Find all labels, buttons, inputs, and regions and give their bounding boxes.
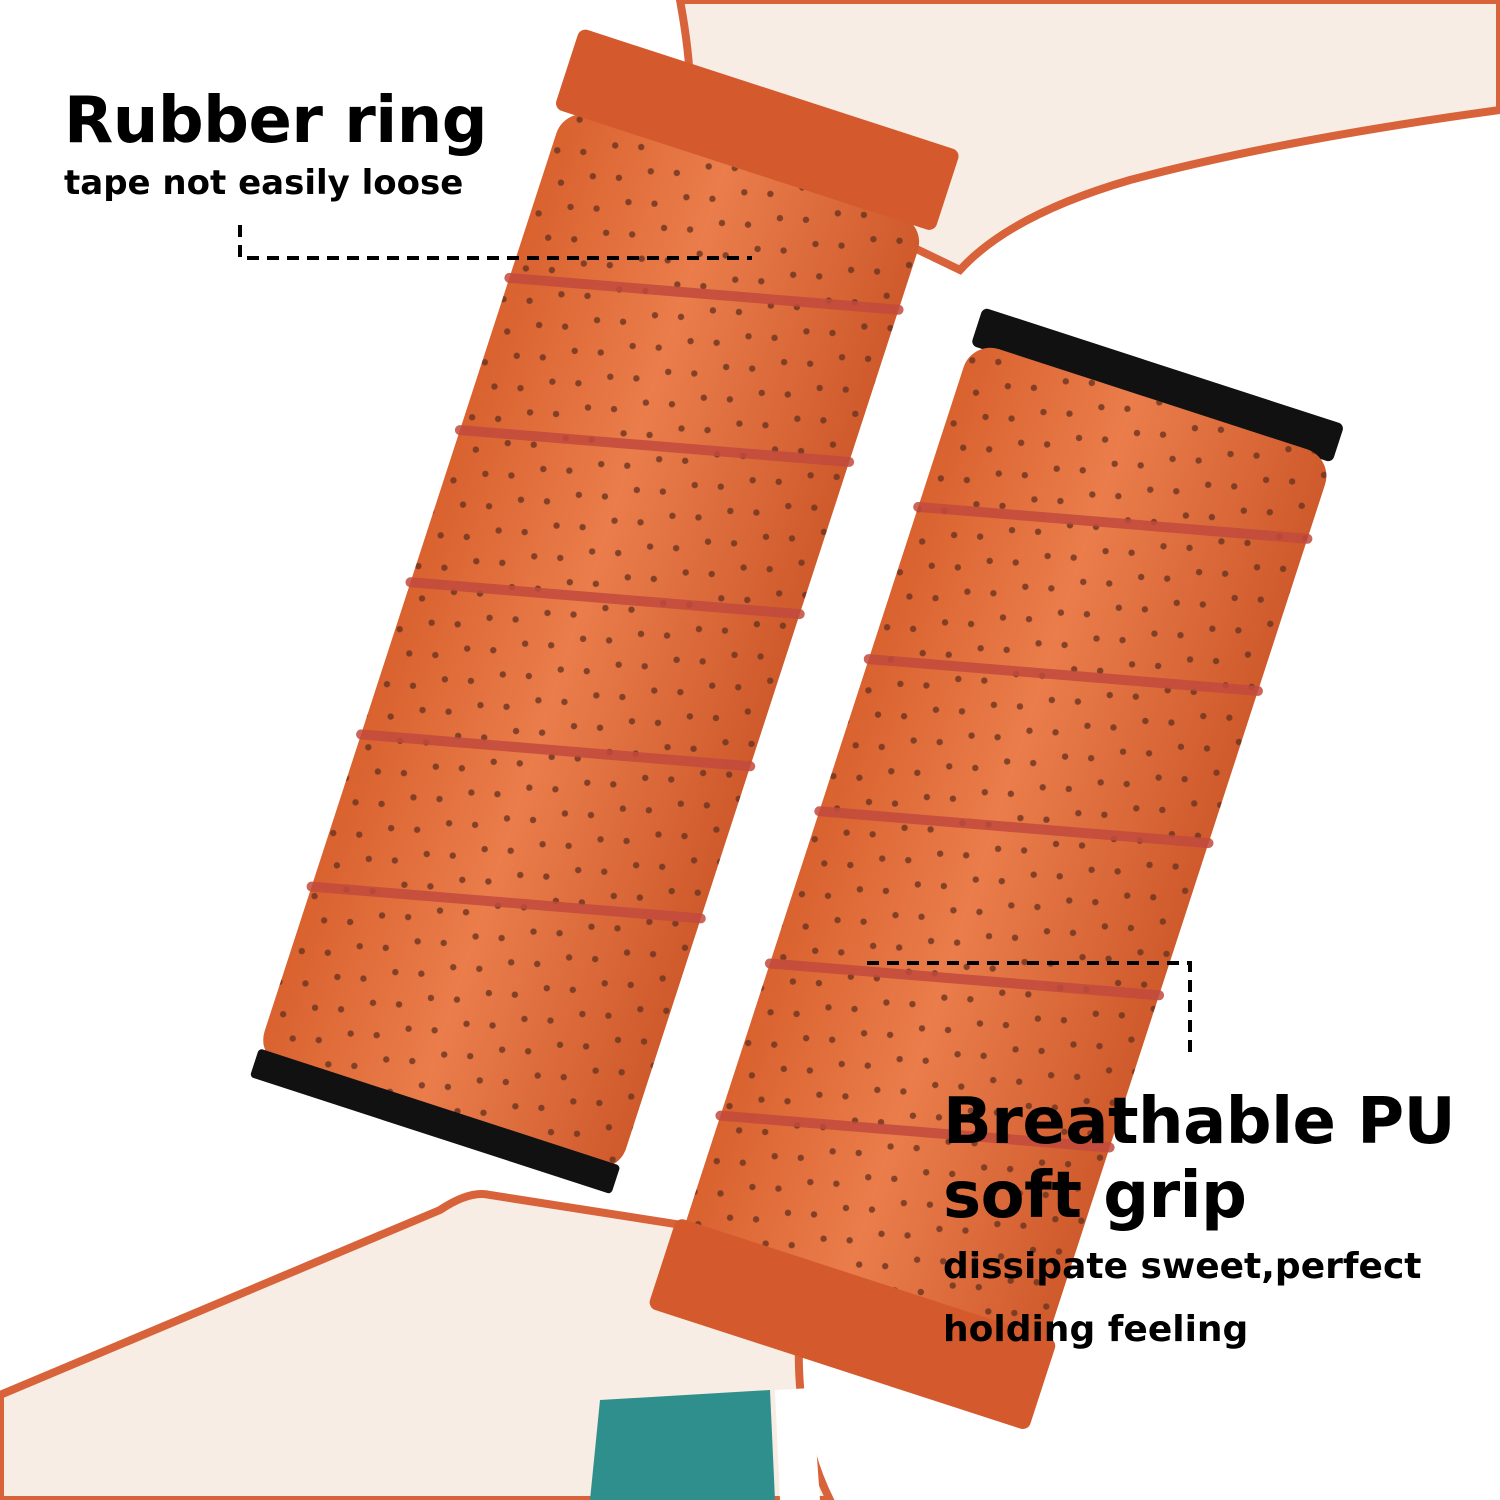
right-grip [649,308,1343,1430]
rubber-ring-leader-line [238,225,752,260]
grip-title: Breathable PU soft grip [943,1085,1483,1233]
rubber-ring-title: Rubber ring [64,84,488,158]
teal-stripe [590,1390,775,1500]
grip-title-line1: Breathable PU [943,1085,1456,1159]
grip-subtitle-line1: dissipate sweet,perfect [943,1246,1422,1287]
white-stripe [775,1388,820,1500]
left-grip [250,29,959,1194]
grip-title-line2: soft grip [943,1159,1247,1234]
grip-subtitle: dissipate sweet,perfect holding feeling [943,1235,1463,1361]
grip-subtitle-line2: holding feeling [943,1309,1249,1350]
grip-leader-line [867,961,1192,1058]
rubber-ring-subtitle: tape not easily loose [64,163,464,203]
